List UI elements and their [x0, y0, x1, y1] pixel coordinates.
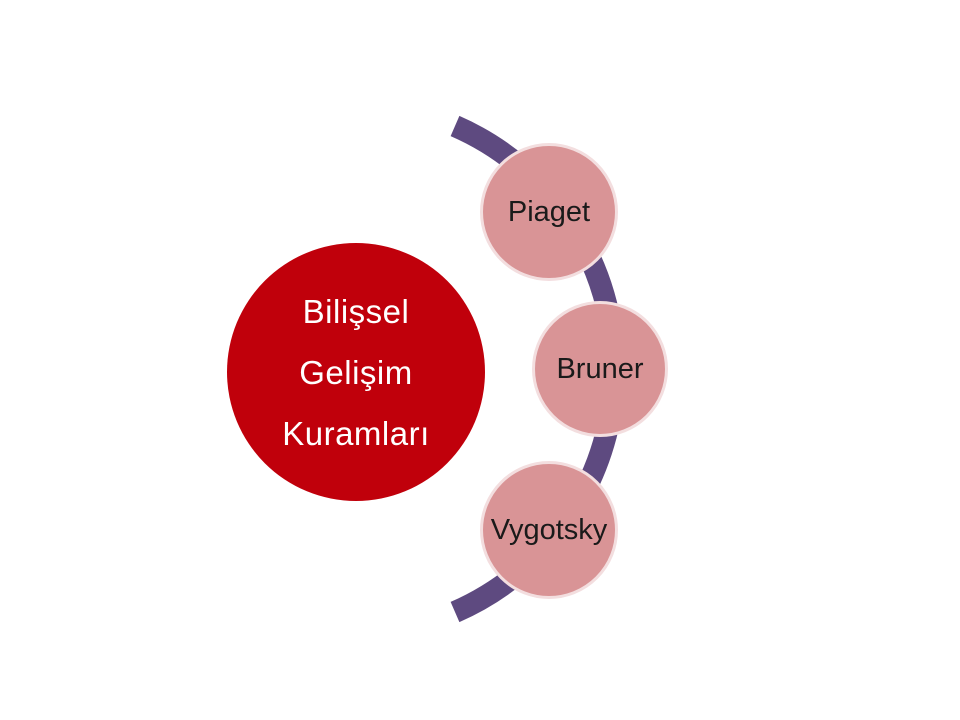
node-label-vygotsky: Vygotsky	[490, 513, 608, 546]
node-label-bruner: Bruner	[556, 352, 644, 385]
node-label-piaget: Piaget	[507, 195, 591, 228]
center-label-line-1: Bilişsel	[302, 292, 410, 330]
center-label-line-2: Gelişim	[299, 353, 413, 391]
center-topic-circle: Bilişsel Gelişim Kuramları	[227, 243, 485, 501]
center-label-line-3: Kuramları	[282, 414, 430, 452]
node-piaget: Piaget	[480, 143, 618, 281]
node-vygotsky: Vygotsky	[480, 461, 618, 599]
node-bruner: Bruner	[532, 301, 668, 437]
